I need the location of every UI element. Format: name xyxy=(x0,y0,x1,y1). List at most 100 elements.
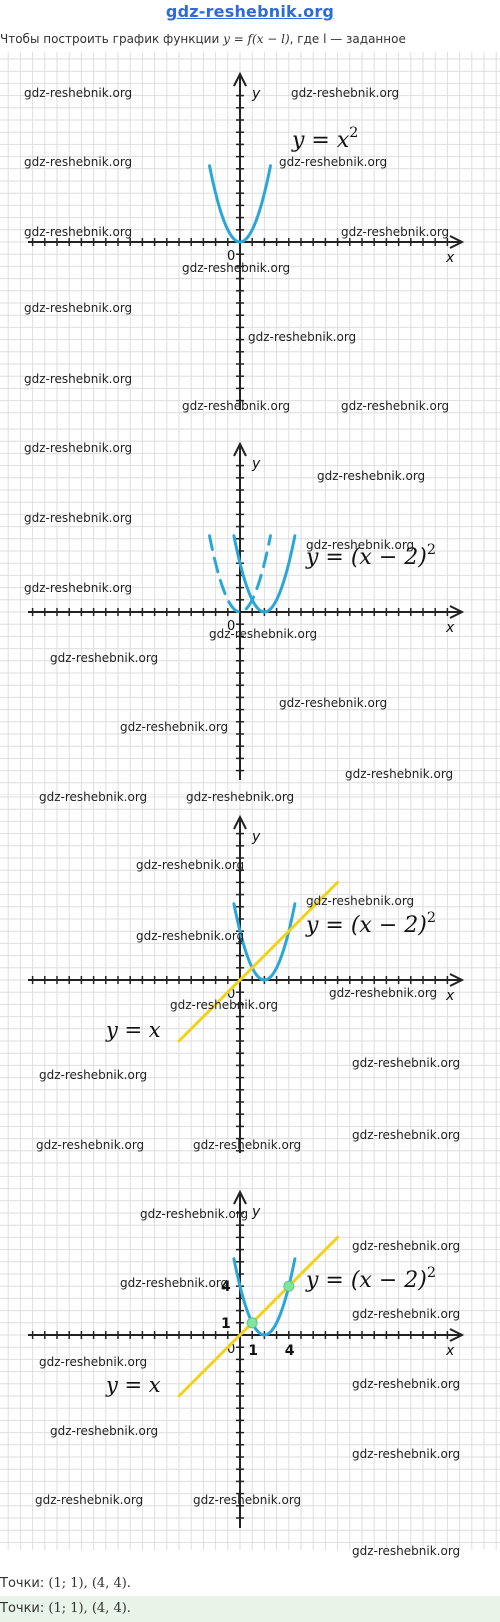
watermark-text: gdz-reshebnik.org xyxy=(140,1207,249,1221)
plot-background xyxy=(0,1170,500,1550)
graph-svg-parabola: x y 0 y = x2 xyxy=(0,52,500,432)
intersection-point xyxy=(283,1280,295,1292)
watermark-text: gdz-reshebnik.org xyxy=(279,155,388,169)
y-axis-arrow xyxy=(233,71,247,87)
formula-annotation: y = x xyxy=(105,1373,161,1397)
watermark-text: gdz-reshebnik.org xyxy=(24,511,133,525)
y-axis-arrow xyxy=(233,441,247,457)
y-axis-label: y xyxy=(251,1204,261,1220)
watermark-text: gdz-reshebnik.org xyxy=(352,1307,461,1321)
origin-label: 0 xyxy=(227,987,235,1002)
graph-panel-parabola: x y 0 y = x2 xyxy=(0,52,500,432)
parabola-series xyxy=(232,1257,297,1337)
x-axis-label: x xyxy=(445,988,455,1004)
watermark-text: gdz-reshebnik.org xyxy=(186,790,295,804)
watermark-text: gdz-reshebnik.org xyxy=(291,86,400,100)
y-tick-label: 1 xyxy=(221,1316,231,1332)
formula-annotation: y = x xyxy=(105,1018,161,1042)
watermark-text: gdz-reshebnik.org xyxy=(209,627,318,641)
y-axis-arrow xyxy=(233,814,247,830)
axes xyxy=(28,814,465,1153)
watermark-text: gdz-reshebnik.org xyxy=(120,1276,229,1290)
watermark-text: gdz-reshebnik.org xyxy=(182,261,291,275)
watermark-text: gdz-reshebnik.org xyxy=(341,225,450,239)
line-series xyxy=(177,1235,340,1398)
watermark-text: gdz-reshebnik.org xyxy=(24,225,133,239)
x-tick-label: 4 xyxy=(285,1343,295,1359)
parabola-series xyxy=(232,902,297,982)
watermark-text: gdz-reshebnik.org xyxy=(39,790,148,804)
graph-panel-parabola-and-line: x y 0 y = (x − 2)2 y = x xyxy=(0,795,500,1175)
x-axis-arrow xyxy=(449,605,465,619)
watermark-text: gdz-reshebnik.org xyxy=(352,1128,461,1142)
watermark-text: gdz-reshebnik.org xyxy=(50,1424,159,1438)
watermark-text: gdz-reshebnik.org xyxy=(24,581,133,595)
watermark-text: gdz-reshebnik.org xyxy=(136,858,245,872)
watermark-text: gdz-reshebnik.org xyxy=(39,1068,148,1082)
watermark-text: gdz-reshebnik.org xyxy=(306,894,415,908)
formula-annotation: y = x2 xyxy=(291,125,358,153)
watermark-text: gdz-reshebnik.org xyxy=(329,986,438,1000)
watermark-text: gdz-reshebnik.org xyxy=(36,1138,145,1152)
watermark-text: gdz-reshebnik.org xyxy=(120,720,229,734)
origin-label: 0 xyxy=(227,619,235,634)
watermark-text: gdz-reshebnik.org xyxy=(248,330,357,344)
site-header-link[interactable]: gdz-reshebnik.org xyxy=(165,2,335,21)
intersection-point xyxy=(246,1317,258,1329)
x-axis-arrow xyxy=(449,973,465,987)
line-series xyxy=(177,880,340,1043)
axis-ticks xyxy=(31,94,449,402)
watermark-text: gdz-reshebnik.org xyxy=(345,767,454,781)
y-axis-label: y xyxy=(251,456,261,472)
origin-label: 0 xyxy=(227,249,235,264)
answer-line-highlighted: Точки: (1; 1), (4, 4). xyxy=(0,1596,500,1622)
formula-annotation: y = (x − 2)2 xyxy=(305,1265,436,1293)
watermark-text: gdz-reshebnik.org xyxy=(352,1377,461,1391)
parabola-series-dashed xyxy=(208,534,272,614)
axes xyxy=(28,441,465,780)
watermark-text: gdz-reshebnik.org xyxy=(182,399,291,413)
watermark-text: gdz-reshebnik.org xyxy=(136,929,245,943)
x-axis-label: x xyxy=(445,250,455,266)
watermark-text: gdz-reshebnik.org xyxy=(35,1493,144,1507)
watermark-text: gdz-reshebnik.org xyxy=(352,1056,461,1070)
watermark-text: gdz-reshebnik.org xyxy=(193,1493,302,1507)
intro-formula: y = f(x − l) xyxy=(223,32,290,46)
x-tick-label: 1 xyxy=(248,1343,258,1359)
x-axis-arrow xyxy=(449,235,465,249)
y-axis-label: y xyxy=(251,829,261,845)
y-axis-arrow xyxy=(233,1189,247,1205)
watermark-text: gdz-reshebnik.org xyxy=(341,399,450,413)
watermark-text: gdz-reshebnik.org xyxy=(24,441,133,455)
watermark-text: gdz-reshebnik.org xyxy=(352,1544,461,1558)
watermark-text: gdz-reshebnik.org xyxy=(50,651,159,665)
x-axis-label: x xyxy=(445,620,455,636)
answer-line: Точки: (1; 1), (4, 4). xyxy=(0,1573,500,1595)
formula-annotation: y = (x − 2)2 xyxy=(305,910,436,938)
answer-prefix: Точки: xyxy=(0,1601,49,1616)
parabola-series xyxy=(232,534,297,614)
parabola-series xyxy=(208,164,272,244)
watermark-text: gdz-reshebnik.org xyxy=(24,372,133,386)
intro-text: Чтобы построить график функции y = f(x −… xyxy=(0,28,500,52)
graph-svg-shifted-parabola: x y 0 y = (x − 2)2 xyxy=(0,422,500,802)
watermark-text: gdz-reshebnik.org xyxy=(279,696,388,710)
origin-label: 0 xyxy=(227,1342,235,1357)
y-tick-label: 4 xyxy=(221,1279,231,1295)
watermark-text: gdz-reshebnik.org xyxy=(306,538,415,552)
y-axis-label: y xyxy=(251,86,261,102)
watermark-text: gdz-reshebnik.org xyxy=(170,998,279,1012)
watermark-text: gdz-reshebnik.org xyxy=(193,1138,302,1152)
intro-text-end: , где l — заданное xyxy=(289,32,406,46)
graph-panel-shifted-parabola: x y 0 y = (x − 2)2 xyxy=(0,422,500,802)
answer-prefix: Точки: xyxy=(0,1576,49,1591)
x-axis-arrow xyxy=(449,1328,465,1342)
watermark-text: gdz-reshebnik.org xyxy=(39,1355,148,1369)
watermark-text: gdz-reshebnik.org xyxy=(24,86,133,100)
formula-annotation: y = (x − 2)2 xyxy=(305,542,436,570)
intro-text-start: Чтобы построить график функции xyxy=(0,32,224,46)
watermark-text: gdz-reshebnik.org xyxy=(317,469,426,483)
graph-svg-parabola-and-line: x y 0 y = (x − 2)2 y = x xyxy=(0,795,500,1175)
